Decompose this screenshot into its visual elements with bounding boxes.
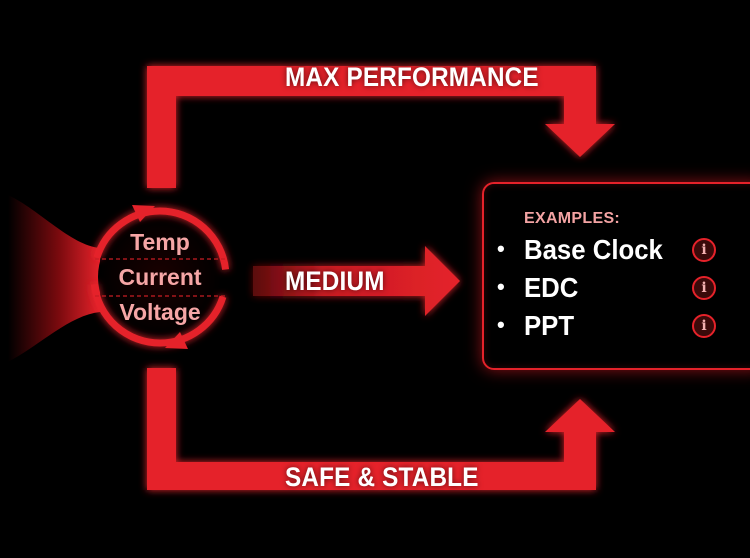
cycle-diagram (90, 205, 230, 349)
example-item-ppt: • PPT i (497, 310, 722, 344)
cycle-ring (90, 207, 230, 347)
cycle-item-temp: Temp (130, 229, 190, 255)
safe-stable-arrow (147, 368, 615, 490)
example-label: Base Clock (524, 234, 663, 265)
example-label: PPT (524, 310, 575, 341)
info-icon[interactable]: i (692, 276, 716, 300)
cycle-item-voltage: Voltage (119, 299, 201, 325)
info-icon[interactable]: i (692, 314, 716, 338)
input-funnel (8, 195, 100, 362)
max-performance-arrow (147, 66, 615, 188)
bullet: • (497, 236, 505, 261)
examples-title: EXAMPLES: (524, 210, 621, 227)
example-item-base-clock: • Base Clock i (497, 234, 722, 268)
bullet: • (497, 274, 505, 299)
medium-label: MEDIUM (285, 266, 385, 296)
cycle-arrowhead-top-icon (132, 205, 155, 222)
safe-stable-label: SAFE & STABLE (285, 462, 479, 492)
cycle-arrowhead-bottom-icon (165, 332, 188, 349)
info-icon[interactable]: i (692, 238, 716, 262)
max-performance-label: MAX PERFORMANCE (285, 62, 539, 92)
examples-panel (482, 182, 750, 370)
example-label: EDC (524, 272, 579, 303)
cycle-item-current: Current (118, 264, 202, 290)
example-item-edc: • EDC i (497, 272, 722, 306)
bullet: • (497, 312, 505, 337)
medium-arrow (253, 246, 460, 316)
